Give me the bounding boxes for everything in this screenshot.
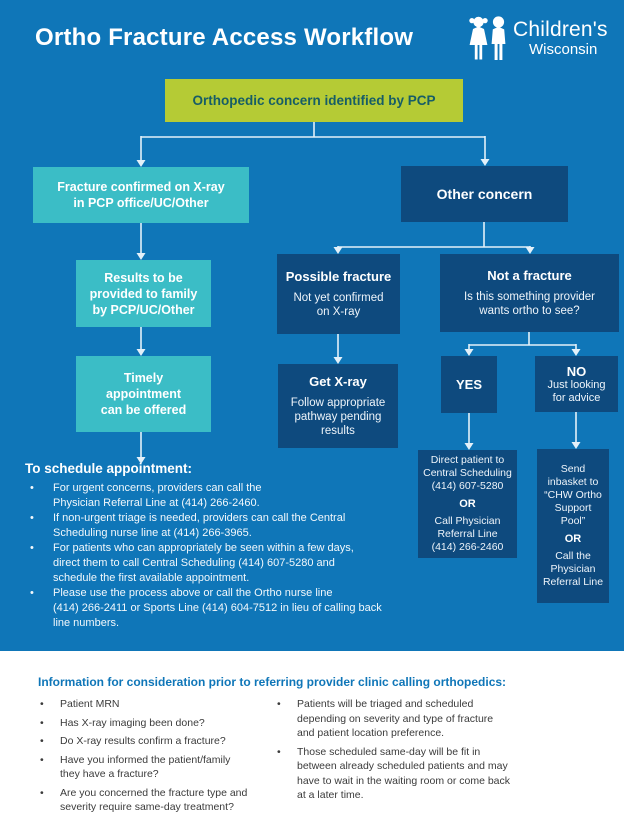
footer-bullet-text: Patient MRN <box>60 698 120 710</box>
schedule-bullet: For patients who can appropriately be se… <box>30 541 415 586</box>
childrens-wisconsin-logo: Children's Wisconsin <box>466 12 618 66</box>
footer-bullet-text: Are you concerned the fracture type ands… <box>60 786 248 814</box>
footer-bullet: Those scheduled same-day will be fit inb… <box>277 745 512 803</box>
schedule-bullet-text: For patients who can appropriately be se… <box>53 542 354 584</box>
other-concern-label: Other concern <box>436 186 533 202</box>
footer-bullet: Are you concerned the fracture type ands… <box>40 786 270 815</box>
footer-bullet-text: Have you informed the patient/familythey… <box>60 753 231 781</box>
logo-text-wisconsin: Wisconsin <box>529 41 598 58</box>
footer-right-column: Patients will be triaged and scheduledde… <box>277 697 512 807</box>
footer-bullet-text: Has X-ray imaging been done? <box>60 716 205 729</box>
schedule-bullet: For urgent concerns, providers can call … <box>30 481 415 511</box>
schedule-bullet: If non-urgent triage is needed, provider… <box>30 511 415 541</box>
footer-bullet-text: Those scheduled same-day will be fit inb… <box>297 745 511 802</box>
schedule-bullet-text: Please use the process above or call the… <box>53 587 382 629</box>
get-xray-title: Get X-ray <box>309 374 367 389</box>
flow-node-not-a-fracture: Not a fracture Is this something provide… <box>440 254 619 332</box>
not-a-fracture-title: Not a fracture <box>487 268 572 283</box>
schedule-bullet-text: For urgent concerns, providers can call … <box>53 482 262 509</box>
footer-bullet: Do X-ray results confirm a fracture? <box>40 734 270 749</box>
footer-bullet-text: Patients will be triaged and scheduledde… <box>297 698 494 739</box>
footer-bullet: Have you informed the patient/familythey… <box>40 753 270 782</box>
footer-bullet: Patient MRN <box>40 697 270 712</box>
footer-bullet-text: Do X-ray results confirm a fracture? <box>60 735 226 747</box>
page-title: Ortho Fracture Access Workflow <box>35 24 414 51</box>
schedule-heading: To schedule appointment: <box>25 461 193 476</box>
flow-node-orthopedic-concern: Orthopedic concern identified by PCP <box>165 79 463 122</box>
footer-heading: Information for consideration prior to r… <box>38 675 507 689</box>
schedule-bullet-text: If non-urgent triage is needed, provider… <box>53 512 346 539</box>
no-action-or: OR <box>564 533 582 545</box>
no-label: NO <box>566 363 587 379</box>
yes-label: YES <box>455 377 482 392</box>
yes-action-or: OR <box>459 498 476 510</box>
schedule-bullet: Please use the process above or call the… <box>30 586 415 631</box>
schedule-bullet-list: For urgent concerns, providers can call … <box>30 481 415 631</box>
footer-bullet: Has X-ray imaging been done? <box>40 716 270 731</box>
footer-info-panel: Information for consideration prior to r… <box>0 651 624 820</box>
footer-bullet: Patients will be triaged and scheduledde… <box>277 697 512 741</box>
flow-node-other-concern: Other concern <box>401 166 568 222</box>
logo-text-childrens: Children's <box>513 18 608 41</box>
flow-node-yes: YES <box>441 356 497 413</box>
footer-left-column: Patient MRN Has X-ray imaging been done?… <box>40 697 270 819</box>
possible-fracture-title: Possible fracture <box>285 269 392 284</box>
